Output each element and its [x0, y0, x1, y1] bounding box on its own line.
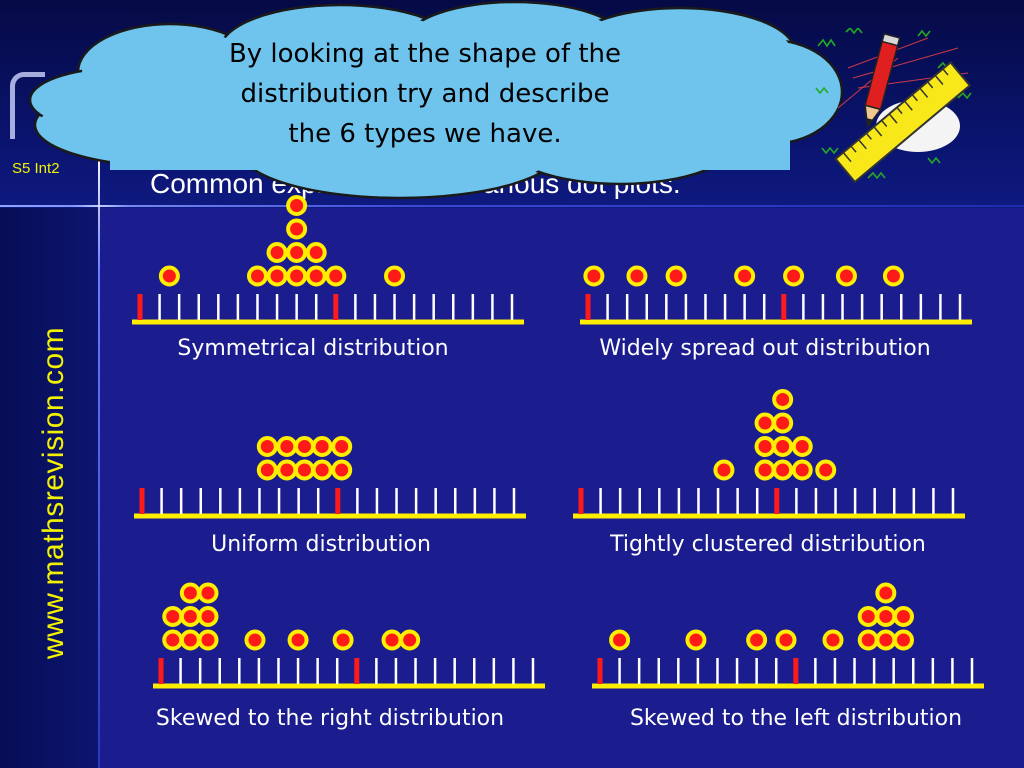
dot-plot-svg [592, 582, 984, 689]
data-dot [197, 606, 219, 627]
data-dot [286, 195, 308, 216]
data-dot [772, 389, 794, 410]
data-dot [286, 265, 308, 287]
data-dot [754, 412, 776, 434]
dot-plot-svg [134, 436, 526, 519]
data-dot [772, 412, 794, 434]
cloud-prompt: By looking at the shape of the distribut… [130, 34, 720, 154]
sidebar-divider [98, 150, 100, 768]
dot-plot-tightly-clustered: Tightly clustered distribution [573, 389, 968, 566]
data-dot [286, 218, 308, 240]
data-dot [583, 265, 605, 287]
thought-cloud [28, 0, 844, 200]
plot-caption: Widely spread out distribution [599, 336, 931, 361]
data-dot [305, 242, 327, 263]
data-dot [882, 265, 904, 287]
data-dot [626, 265, 648, 287]
dot-plot-uniform: Uniform distribution [134, 406, 529, 566]
data-dot [835, 265, 857, 287]
data-dot [276, 436, 298, 457]
pencil-ruler-icon [815, 28, 972, 184]
plot-caption: Symmetrical distribution [177, 336, 449, 361]
data-dot [713, 459, 735, 481]
data-dot [197, 582, 219, 604]
cloud-prompt-line: By looking at the shape of the [228, 39, 622, 69]
data-dot [331, 436, 353, 457]
data-dot [256, 436, 278, 457]
data-dot [325, 265, 347, 287]
data-dot [772, 459, 794, 481]
data-dot [276, 459, 298, 481]
data-dot [197, 629, 219, 651]
data-dot [783, 265, 805, 287]
data-dot [311, 436, 333, 457]
data-dot [875, 606, 897, 627]
data-dot [179, 582, 201, 604]
data-dot [857, 629, 879, 651]
data-dot [294, 436, 316, 457]
data-dot [746, 629, 768, 651]
data-dot [875, 582, 897, 604]
website-url: www.mathsrevision.com [37, 326, 70, 660]
data-dot [754, 436, 776, 457]
data-dot [244, 629, 266, 651]
plot-caption: Tightly clustered distribution [610, 532, 926, 557]
dot-plot-skewed-right: Skewed to the right distribution [153, 576, 548, 736]
dot-plot-svg [132, 195, 524, 325]
data-dot [791, 436, 813, 457]
data-dot [179, 606, 201, 627]
data-dot [162, 606, 184, 627]
data-dot [815, 459, 837, 481]
dot-plot-svg [580, 265, 972, 325]
cloud-prompt-line: the 6 types we have. [288, 119, 562, 149]
data-dot [332, 629, 354, 651]
data-dot [822, 629, 844, 651]
cloud-prompt-line: distribution try and describe [240, 79, 610, 109]
data-dot [381, 629, 403, 651]
data-dot [246, 265, 268, 287]
corner-logo-fragment [10, 72, 45, 139]
sidebar-band [0, 208, 100, 768]
plot-caption: Skewed to the left distribution [629, 706, 963, 731]
data-dot [158, 265, 180, 287]
data-dot [857, 606, 879, 627]
dot-plot-svg [153, 582, 545, 689]
data-dot [665, 265, 687, 287]
data-dot [331, 459, 353, 481]
header-divider [0, 205, 1024, 207]
dot-plot-widely-spread: Widely spread out distribution [580, 212, 975, 372]
data-dot [772, 436, 794, 457]
dot-plot-svg [573, 389, 965, 519]
data-dot [266, 242, 288, 263]
data-dot [685, 629, 707, 651]
data-dot [294, 459, 316, 481]
data-dot [775, 629, 797, 651]
data-dot [734, 265, 756, 287]
data-dot [305, 265, 327, 287]
data-dot [791, 459, 813, 481]
data-dot [179, 629, 201, 651]
subject-tag: S5 Int2 [12, 160, 60, 177]
data-dot [892, 629, 914, 651]
data-dot [892, 606, 914, 627]
data-dot [266, 265, 288, 287]
plot-caption: Uniform distribution [211, 532, 431, 557]
plot-caption: Skewed to the right distribution [155, 706, 505, 731]
data-dot [286, 242, 308, 263]
data-dot [256, 459, 278, 481]
data-dot [384, 265, 406, 287]
data-dot [287, 629, 309, 651]
data-dot [754, 459, 776, 481]
data-dot [162, 629, 184, 651]
data-dot [399, 629, 421, 651]
dot-plot-symmetrical: Symmetrical distribution [132, 195, 527, 372]
divider-sparkle [70, 205, 130, 207]
data-dot [311, 459, 333, 481]
data-dot [875, 629, 897, 651]
dot-plot-skewed-left: Skewed to the left distribution [592, 576, 987, 736]
data-dot [609, 629, 631, 651]
